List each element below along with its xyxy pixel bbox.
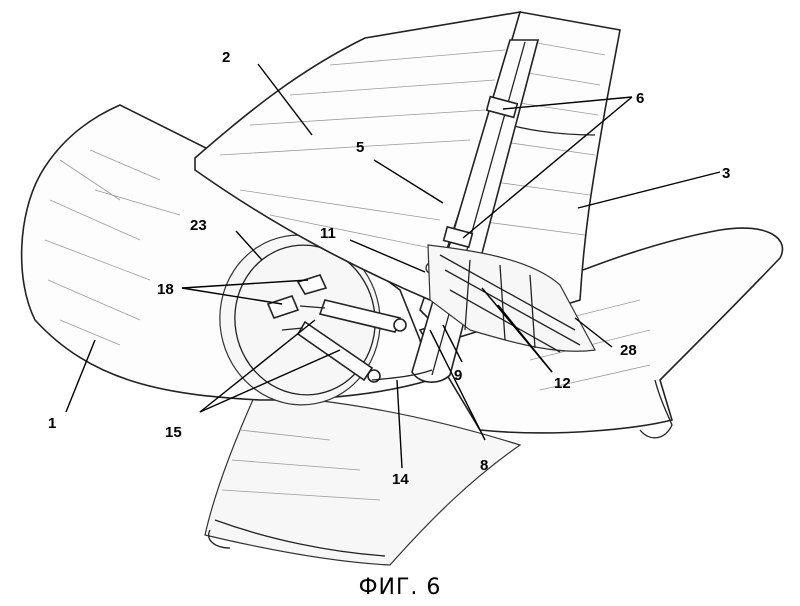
label-28: 28 [620, 342, 637, 359]
lever-arm [371, 369, 433, 381]
leader-lines [65, 63, 721, 469]
mounting-lug-upper [296, 274, 328, 295]
label-8: 8 [480, 457, 488, 474]
reference-labels: 2 1 3 5 6 11 23 18 15 14 8 9 12 28 [48, 49, 730, 488]
actuator-upper [299, 299, 407, 333]
label-12: 12 [554, 375, 571, 392]
label-5: 5 [356, 139, 364, 156]
hinge-bracket-upper [485, 95, 519, 119]
mounting-lug-lower [266, 295, 300, 319]
wing-panel [204, 394, 522, 566]
label-3: 3 [722, 165, 730, 182]
label-23: 23 [190, 217, 207, 234]
figure-caption: ФИГ. 6 [359, 575, 442, 600]
label-9: 9 [454, 367, 462, 384]
label-11: 11 [320, 225, 336, 242]
label-15: 15 [165, 424, 182, 441]
label-2: 2 [222, 49, 230, 66]
label-1: 1 [48, 415, 56, 432]
rib-structure [427, 244, 596, 353]
label-6: 6 [636, 90, 644, 107]
label-18: 18 [157, 281, 174, 298]
label-14: 14 [392, 471, 409, 488]
actuator-lower [281, 320, 381, 383]
